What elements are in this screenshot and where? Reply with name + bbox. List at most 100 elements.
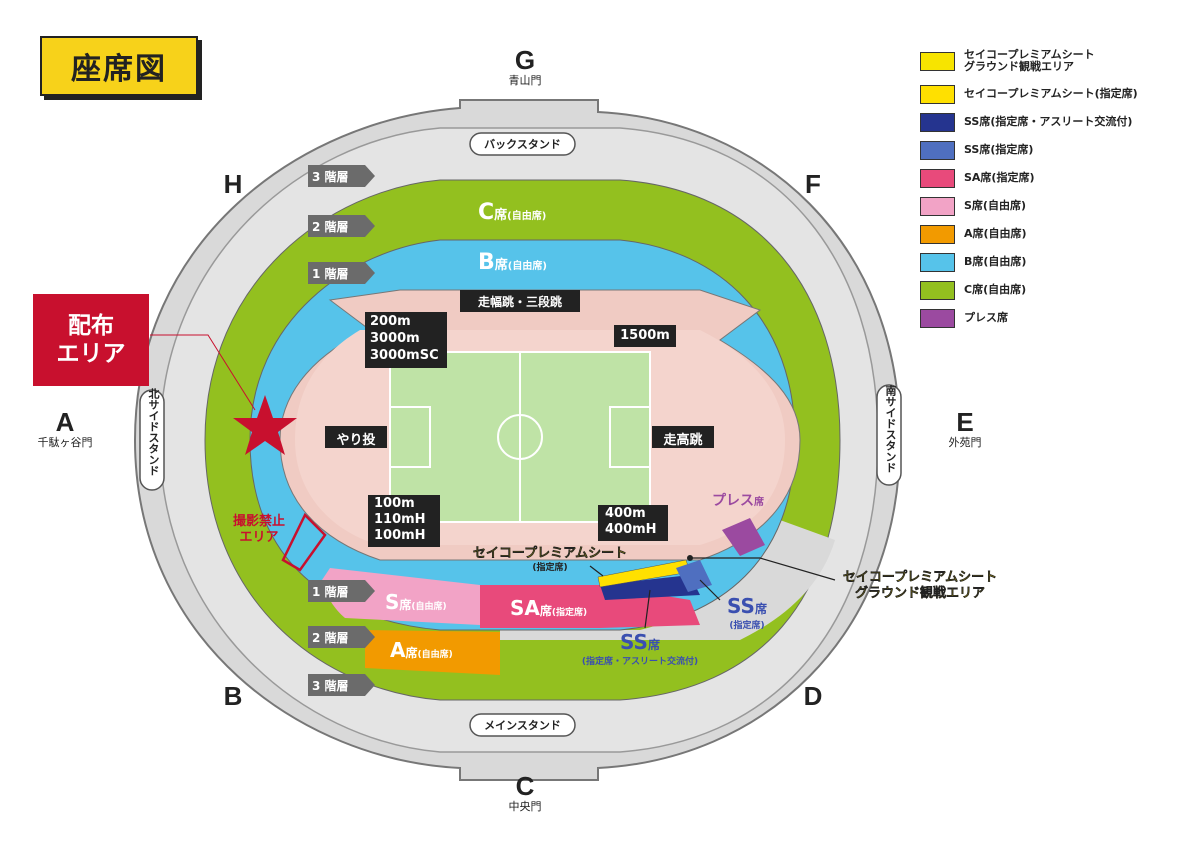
c-seat-suffix: 席: [494, 208, 508, 223]
premium-ground-callout: セイコープレミアムシート グラウンド観戦エリア: [830, 570, 1010, 602]
gate-f-letter: F: [805, 169, 821, 199]
distribution-line1: 配布: [68, 313, 114, 339]
legend-swatch: [920, 196, 955, 216]
back-stand-label: バックスタンド: [484, 138, 561, 151]
distribution-star: [233, 395, 297, 455]
gate-d-letter: D: [803, 681, 823, 711]
gate-c-letter: C: [515, 771, 535, 801]
south-stand-label: 南サイドスタンド: [884, 385, 897, 473]
b-seat-label: B席(自由席): [478, 250, 547, 275]
legend-item: C席(自由席): [920, 276, 1190, 304]
premium-seat-line2: (指定席): [532, 563, 568, 573]
legend-swatch: [920, 308, 955, 328]
gate-f: F: [798, 170, 828, 198]
legend-label: セイコープレミアムシート(指定席): [964, 87, 1138, 100]
s-seat-sub: (自由席): [411, 602, 447, 612]
legend-swatch: [920, 280, 955, 300]
legend-item: セイコープレミアムシート(指定席): [920, 80, 1190, 108]
a-seat-sub: (自由席): [417, 650, 453, 660]
legend-label: セイコープレミアムシート: [964, 48, 1095, 61]
start-1500m: 1500m: [620, 328, 670, 343]
press-seat-block: [722, 518, 765, 556]
start-block-lower-right: 400m 400mH: [605, 506, 657, 538]
start-100m: 100m: [374, 496, 415, 511]
ss-seat-label: SS席 (指定席): [712, 594, 782, 631]
legend-item: SA席(指定席): [920, 164, 1190, 192]
high-jump-label: 走高跳: [663, 433, 703, 448]
start-3000msc: 3000mSC: [370, 348, 439, 363]
ss2-suffix: 席: [647, 638, 660, 652]
legend-item: B席(自由席): [920, 248, 1190, 276]
ss-seat-strip: [600, 575, 700, 600]
legend-item: セイコープレミアムシートグラウンド観戦エリア: [920, 42, 1190, 80]
s-seat-label: S席(自由席): [385, 590, 447, 614]
start-block-upper-left: 200m 3000m 3000mSC: [370, 313, 439, 364]
no-photo-callout: 撮影禁止 エリア: [220, 514, 298, 546]
legend-item: SS席(指定席): [920, 136, 1190, 164]
gate-g: G 青山門: [490, 46, 560, 88]
main-stand-label: メインスタンド: [484, 719, 561, 732]
b-seat-main: B: [478, 250, 495, 275]
a-seat-area: [365, 630, 500, 675]
gate-g-name: 青山門: [508, 75, 542, 87]
premium-seat-callout: セイコープレミアムシート (指定席): [460, 546, 640, 576]
c-seat-sub: (自由席): [507, 211, 547, 222]
legend-label: SA席(指定席): [964, 171, 1035, 184]
seat-legend: セイコープレミアムシートグラウンド観戦エリア セイコープレミアムシート(指定席)…: [920, 42, 1190, 332]
gate-a: A 千駄ヶ谷門: [20, 408, 110, 450]
floor-2-lower: 2 階層: [312, 631, 349, 645]
ss1-suffix: 席: [754, 602, 767, 616]
legend-label: プレス席: [964, 311, 1008, 324]
legend-label: S席(自由席): [964, 199, 1026, 212]
distribution-area-label: 配布 エリア: [33, 294, 149, 386]
premium-seat-line1: セイコープレミアムシート: [472, 546, 628, 561]
floor-1-upper: 1 階層: [312, 267, 349, 281]
legend-label: SS席(指定席・アスリート交流付): [964, 115, 1133, 128]
gate-h-letter: H: [223, 169, 243, 199]
sa-seat-main: SA: [510, 596, 540, 620]
legend-swatch: [920, 224, 955, 244]
gate-c: C 中央門: [490, 772, 560, 814]
ss2-sub: (指定席・アスリート交流付): [581, 657, 699, 667]
premium-ground-line1: セイコープレミアムシート: [842, 570, 998, 585]
s-seat-main: S: [385, 590, 400, 614]
legend-label: A席(自由席): [964, 227, 1027, 240]
distribution-line2: エリア: [56, 341, 126, 367]
legend-swatch: [920, 252, 955, 272]
start-100mh: 100mH: [374, 528, 426, 543]
a-seat-label: A席(自由席): [390, 638, 453, 662]
legend-label: C席(自由席): [964, 283, 1027, 296]
sa-seat-label: SA席(指定席): [510, 596, 587, 620]
legend-swatch: [920, 84, 955, 104]
no-photo-area: [281, 512, 327, 572]
no-photo-line2: エリア: [239, 530, 279, 545]
no-photo-line1: 撮影禁止: [232, 514, 285, 529]
distribution-leader: [150, 334, 256, 411]
legend-label2: グラウンド観戦エリア: [964, 60, 1074, 73]
floor-1-lower: 1 階層: [312, 585, 349, 599]
ss-athlete-seat-label: SS席 (指定席・アスリート交流付): [560, 630, 720, 667]
legend-item: SS席(指定席・アスリート交流付): [920, 108, 1190, 136]
page-title: 座席図: [40, 36, 198, 96]
gate-d: D: [798, 682, 828, 710]
start-3000m: 3000m: [370, 331, 420, 346]
b-seat-suffix: 席: [494, 258, 508, 273]
c-seat-label: C席(自由席): [478, 200, 546, 225]
legend-label: B席(自由席): [964, 255, 1027, 268]
legend-swatch: [920, 112, 955, 132]
floor-2-upper: 2 階層: [312, 220, 349, 234]
start-110mh: 110mH: [374, 512, 426, 527]
c-seat-main: C: [478, 200, 495, 225]
sa-seat-sub: (指定席): [551, 608, 588, 618]
main-stand-gray: [500, 520, 835, 640]
start-400m: 400m: [605, 506, 646, 521]
legend-item: S席(自由席): [920, 192, 1190, 220]
legend-swatch: [920, 168, 955, 188]
javelin-label: やり投: [336, 433, 376, 448]
gate-e: E 外苑門: [925, 408, 1005, 450]
a-seat-suffix: 席: [405, 646, 418, 660]
legend-item: A席(自由席): [920, 220, 1190, 248]
jump-label: 走幅跳・三段跳: [477, 295, 562, 309]
legend-item: プレス席: [920, 304, 1190, 332]
